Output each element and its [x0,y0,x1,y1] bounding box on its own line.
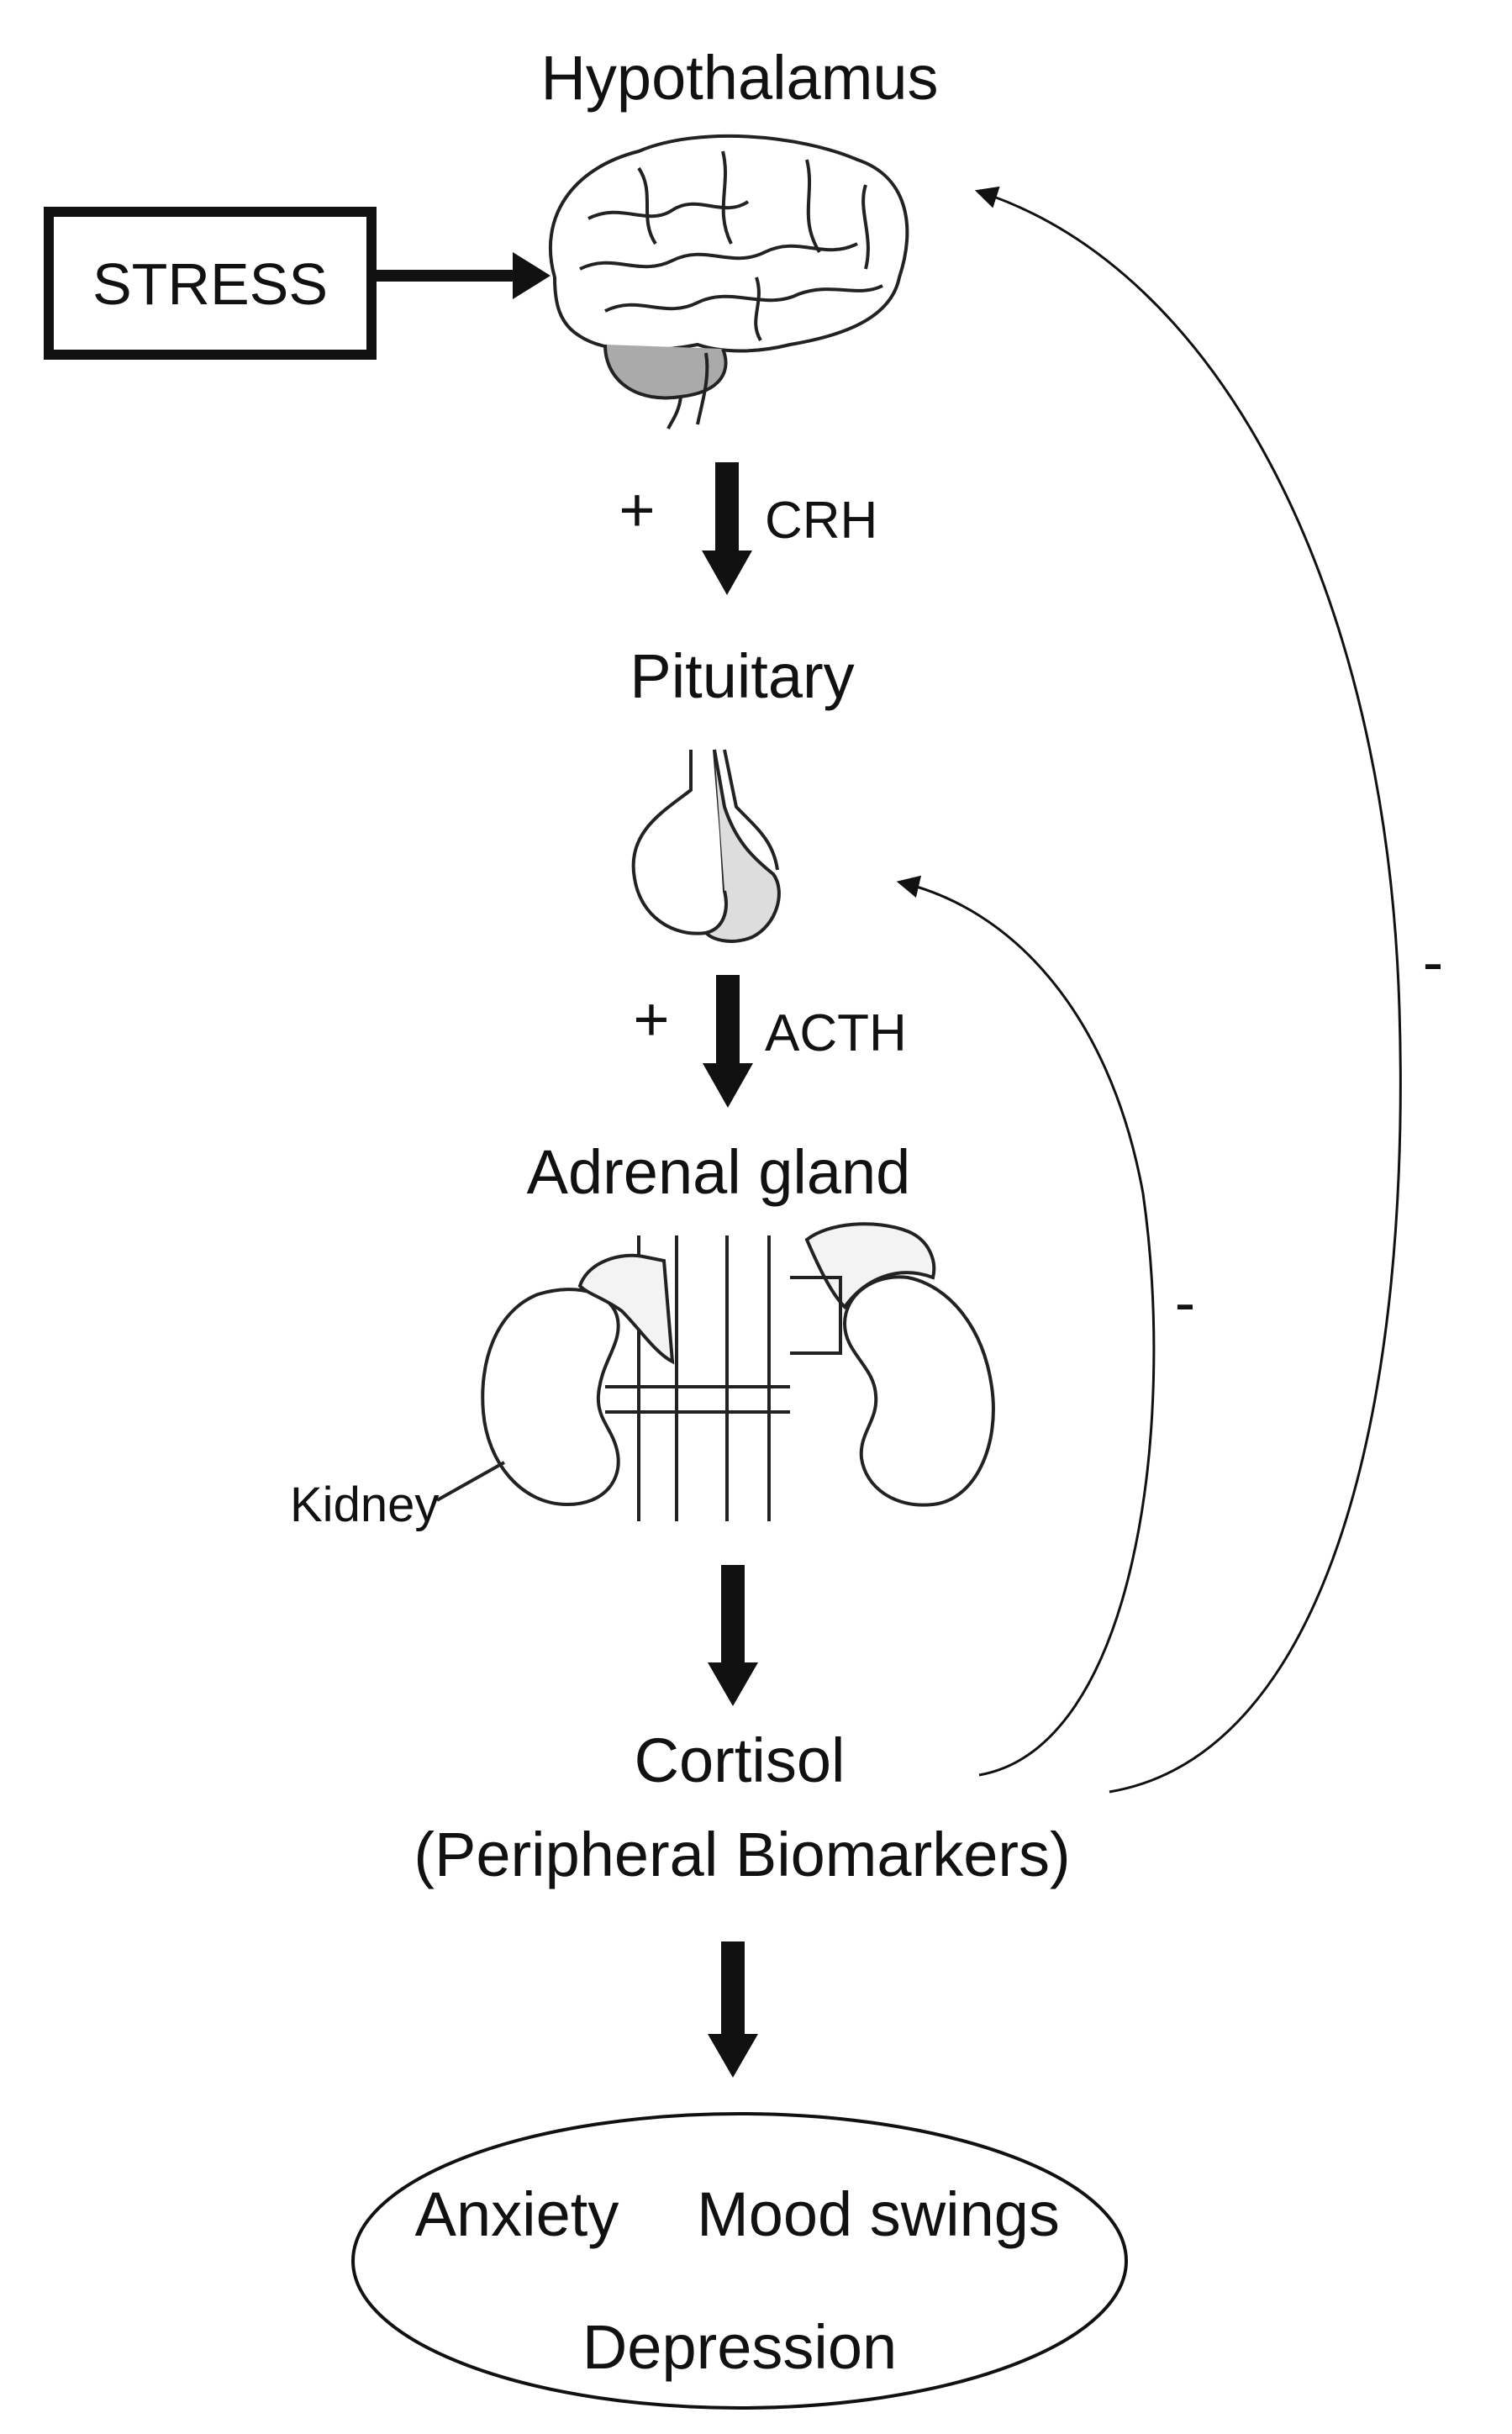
kidneys-illustration [436,1222,995,1521]
depression-label: Depression [582,2312,897,2382]
peripheral-biomarkers-label: (Peripheral Biomarkers) [414,1820,1070,1889]
outcomes-arrow [708,1941,758,2078]
acth-label: ACTH [765,1004,907,1062]
acth-plus-sign: + [633,984,669,1054]
feedback-outer-sign: - [1423,927,1444,997]
adrenal-gland-label: Adrenal gland [527,1137,911,1207]
stress-label: STRESS [92,251,328,317]
feedback-arc-hypothalamus [974,186,1402,1794]
brain-illustration [548,134,909,429]
acth-arrow [703,975,753,1108]
stress-arrow [371,252,551,299]
pituitary-illustration [631,749,781,943]
feedback-inner-sign: - [1175,1267,1196,1337]
mood-swings-label: Mood swings [697,2179,1060,2249]
cortisol-arrow [708,1565,758,1706]
crh-arrow [702,462,752,595]
cortisol-label: Cortisol [635,1725,846,1795]
kidney-label: Kidney [290,1478,439,1532]
pituitary-label: Pituitary [630,641,854,711]
hypothalamus-label: Hypothalamus [540,43,938,113]
stress-box [44,207,377,360]
anxiety-label: Anxiety [415,2179,619,2249]
outcomes-ellipse [351,2112,1128,2410]
crh-label: CRH [765,492,877,550]
crh-plus-sign: + [619,475,655,545]
feedback-arc-pituitary [896,875,1156,1777]
